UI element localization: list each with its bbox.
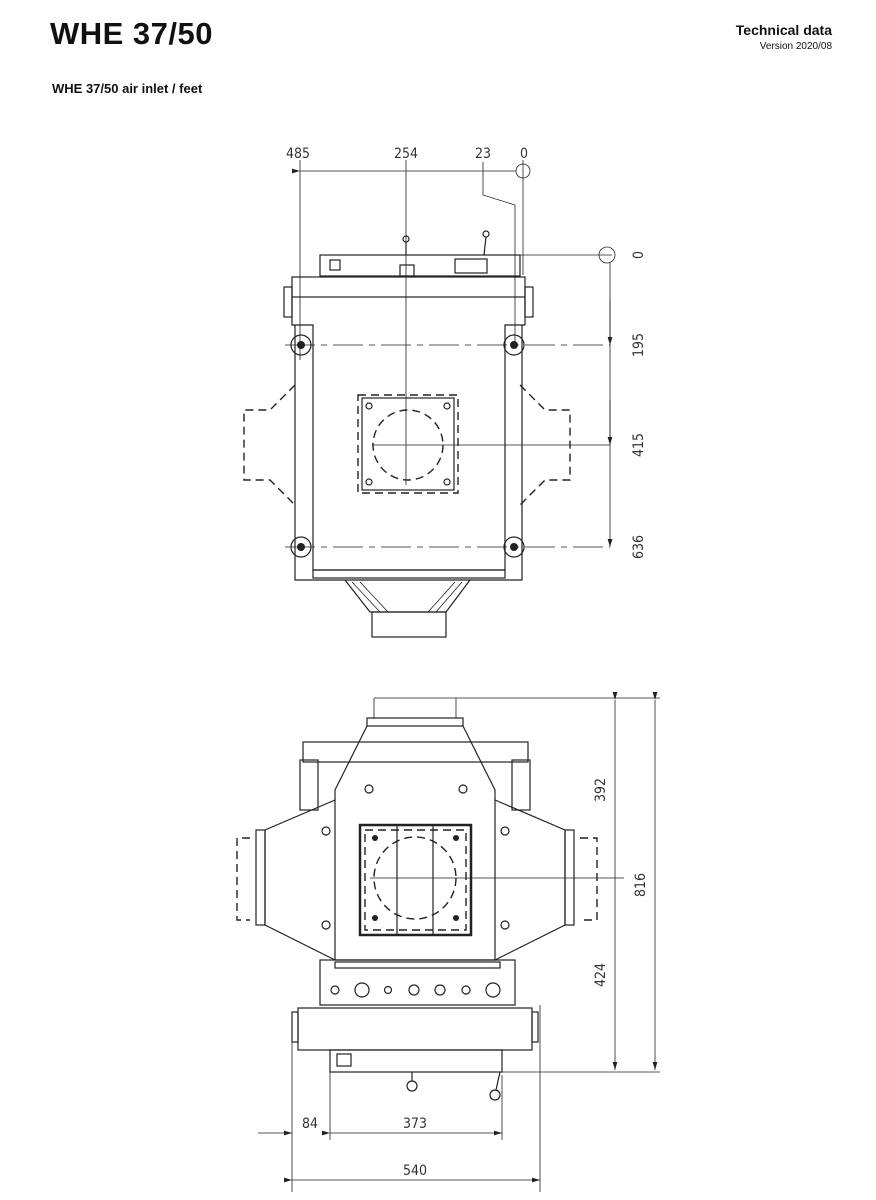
dim-label: 373: [403, 1116, 427, 1132]
dim-label: 0: [520, 146, 528, 162]
connection-port-icons: [330, 982, 501, 998]
dim-label: 540: [403, 1163, 427, 1179]
dim-label: 0: [631, 251, 647, 259]
top-view-drawing: [243, 160, 616, 638]
version-label: Version 2020/08: [759, 41, 832, 52]
dim-label: 636: [631, 535, 647, 559]
front-view-dimensions: 392 424 816 84 373 540: [302, 778, 649, 1179]
dim-label: 424: [593, 963, 609, 987]
dim-label: 392: [593, 778, 609, 802]
top-view-dimensions: 485 254 23 0 0 195 415 636: [286, 146, 647, 559]
dim-label: 254: [394, 146, 418, 162]
foot-icons: [290, 334, 525, 558]
dim-label: 415: [631, 433, 647, 457]
dim-label: 84: [302, 1116, 318, 1132]
drawing-subtitle: WHE 37/50 air inlet / feet: [52, 81, 203, 96]
page-title: WHE 37/50: [50, 16, 214, 51]
dim-label: 23: [475, 146, 491, 162]
dim-label: 485: [286, 146, 310, 162]
section-label: Technical data: [735, 22, 832, 38]
front-view-drawing: [236, 692, 660, 1192]
dim-label: 816: [633, 873, 649, 897]
dim-label: 195: [631, 333, 647, 357]
